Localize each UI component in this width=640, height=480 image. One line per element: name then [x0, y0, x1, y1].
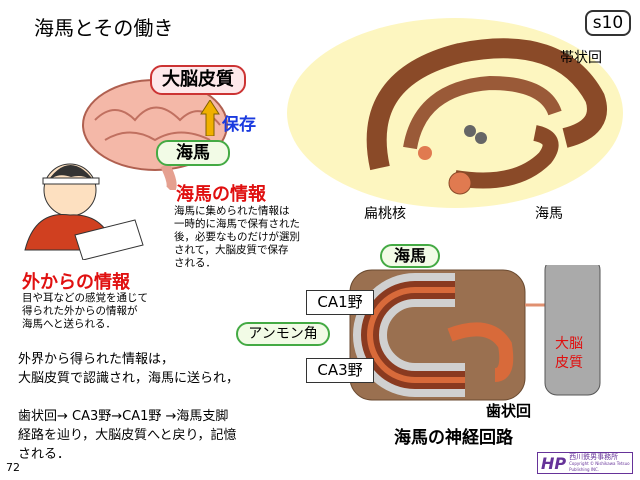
slide-id-badge: s10 [585, 10, 631, 36]
text-line: される． [18, 447, 71, 462]
amygdala-label: 扁桃核 [364, 206, 406, 222]
text-line: 目や耳などの感覚を通じて [22, 292, 148, 304]
circuit-hippocampus-label: 海馬 [380, 244, 440, 268]
logo-text: 西川鉄男事務所 Copyright © Nishikawa Tetsuo Pub… [569, 453, 630, 472]
dentate-gyrus-label: 歯状回 [486, 402, 532, 420]
outside-info-text: 目や耳などの感覚を通じて 得られた外からの情報が 海馬へと送られる． [22, 292, 148, 331]
hippo-info-text: 海馬に集められた情報は 一時的に海馬で保有された 後，必要なものだけが選別 され… [174, 205, 300, 270]
slide-title: 海馬とその働き [34, 16, 174, 40]
up-arrow-icon [200, 100, 220, 136]
circuit-cortex-label: 大脳 皮質 [555, 335, 583, 373]
text-line: 大脳 [555, 336, 583, 352]
save-label: 保存 [222, 115, 256, 135]
text-line: される． [174, 257, 216, 269]
text-line: 海馬へと送られる． [22, 318, 116, 330]
text-line: 一時的に海馬で保有された [174, 218, 300, 230]
neural-circuit-diagram [349, 265, 601, 401]
cingulate-label: 帯状回 [560, 50, 602, 66]
text-line: されて，大脳皮質で保存 [174, 244, 289, 256]
logo-mark: HP [541, 453, 567, 473]
hippocampus-label: 海馬 [156, 140, 230, 166]
summary-text: 外界から得られた情報は， 大脳皮質で認識され，海馬に送られ， 歯状回→ CA3野… [18, 350, 239, 464]
text-line: 後，必要なものだけが選別 [174, 231, 300, 243]
text-line: 海馬に集められた情報は [174, 205, 290, 217]
studying-boy-illustration [24, 163, 144, 260]
text-line: 歯状回→ CA3野→CA1野 →海馬支脚 [18, 409, 229, 424]
page-number: 72 [6, 461, 20, 474]
text-line: 経路を辿り，大脳皮質へと戻り，記憶 [18, 428, 237, 443]
limbic-anatomy-illustration [287, 18, 623, 208]
text-line: 皮質 [555, 355, 583, 371]
text-line [18, 388, 239, 407]
outside-info-heading: 外からの情報 [22, 272, 130, 293]
ammon-horn-label: アンモン角 [236, 322, 330, 346]
ca3-label: CA3野 [306, 358, 374, 383]
circuit-caption: 海馬の神経回路 [394, 428, 513, 448]
cortex-label: 大脳皮質 [150, 65, 246, 95]
ca1-label: CA1野 [306, 290, 374, 315]
anatomy-hippocampus-label: 海馬 [535, 206, 563, 222]
publisher-logo: HP 西川鉄男事務所 Copyright © Nishikawa Tetsuo … [537, 452, 633, 474]
text-line: 得られた外からの情報が [22, 305, 138, 317]
text-line: 大脳皮質で認識され，海馬に送られ， [18, 371, 240, 386]
text-line: 外界から得られた情報は， [18, 352, 175, 367]
hippo-info-heading: 海馬の情報 [176, 184, 266, 205]
